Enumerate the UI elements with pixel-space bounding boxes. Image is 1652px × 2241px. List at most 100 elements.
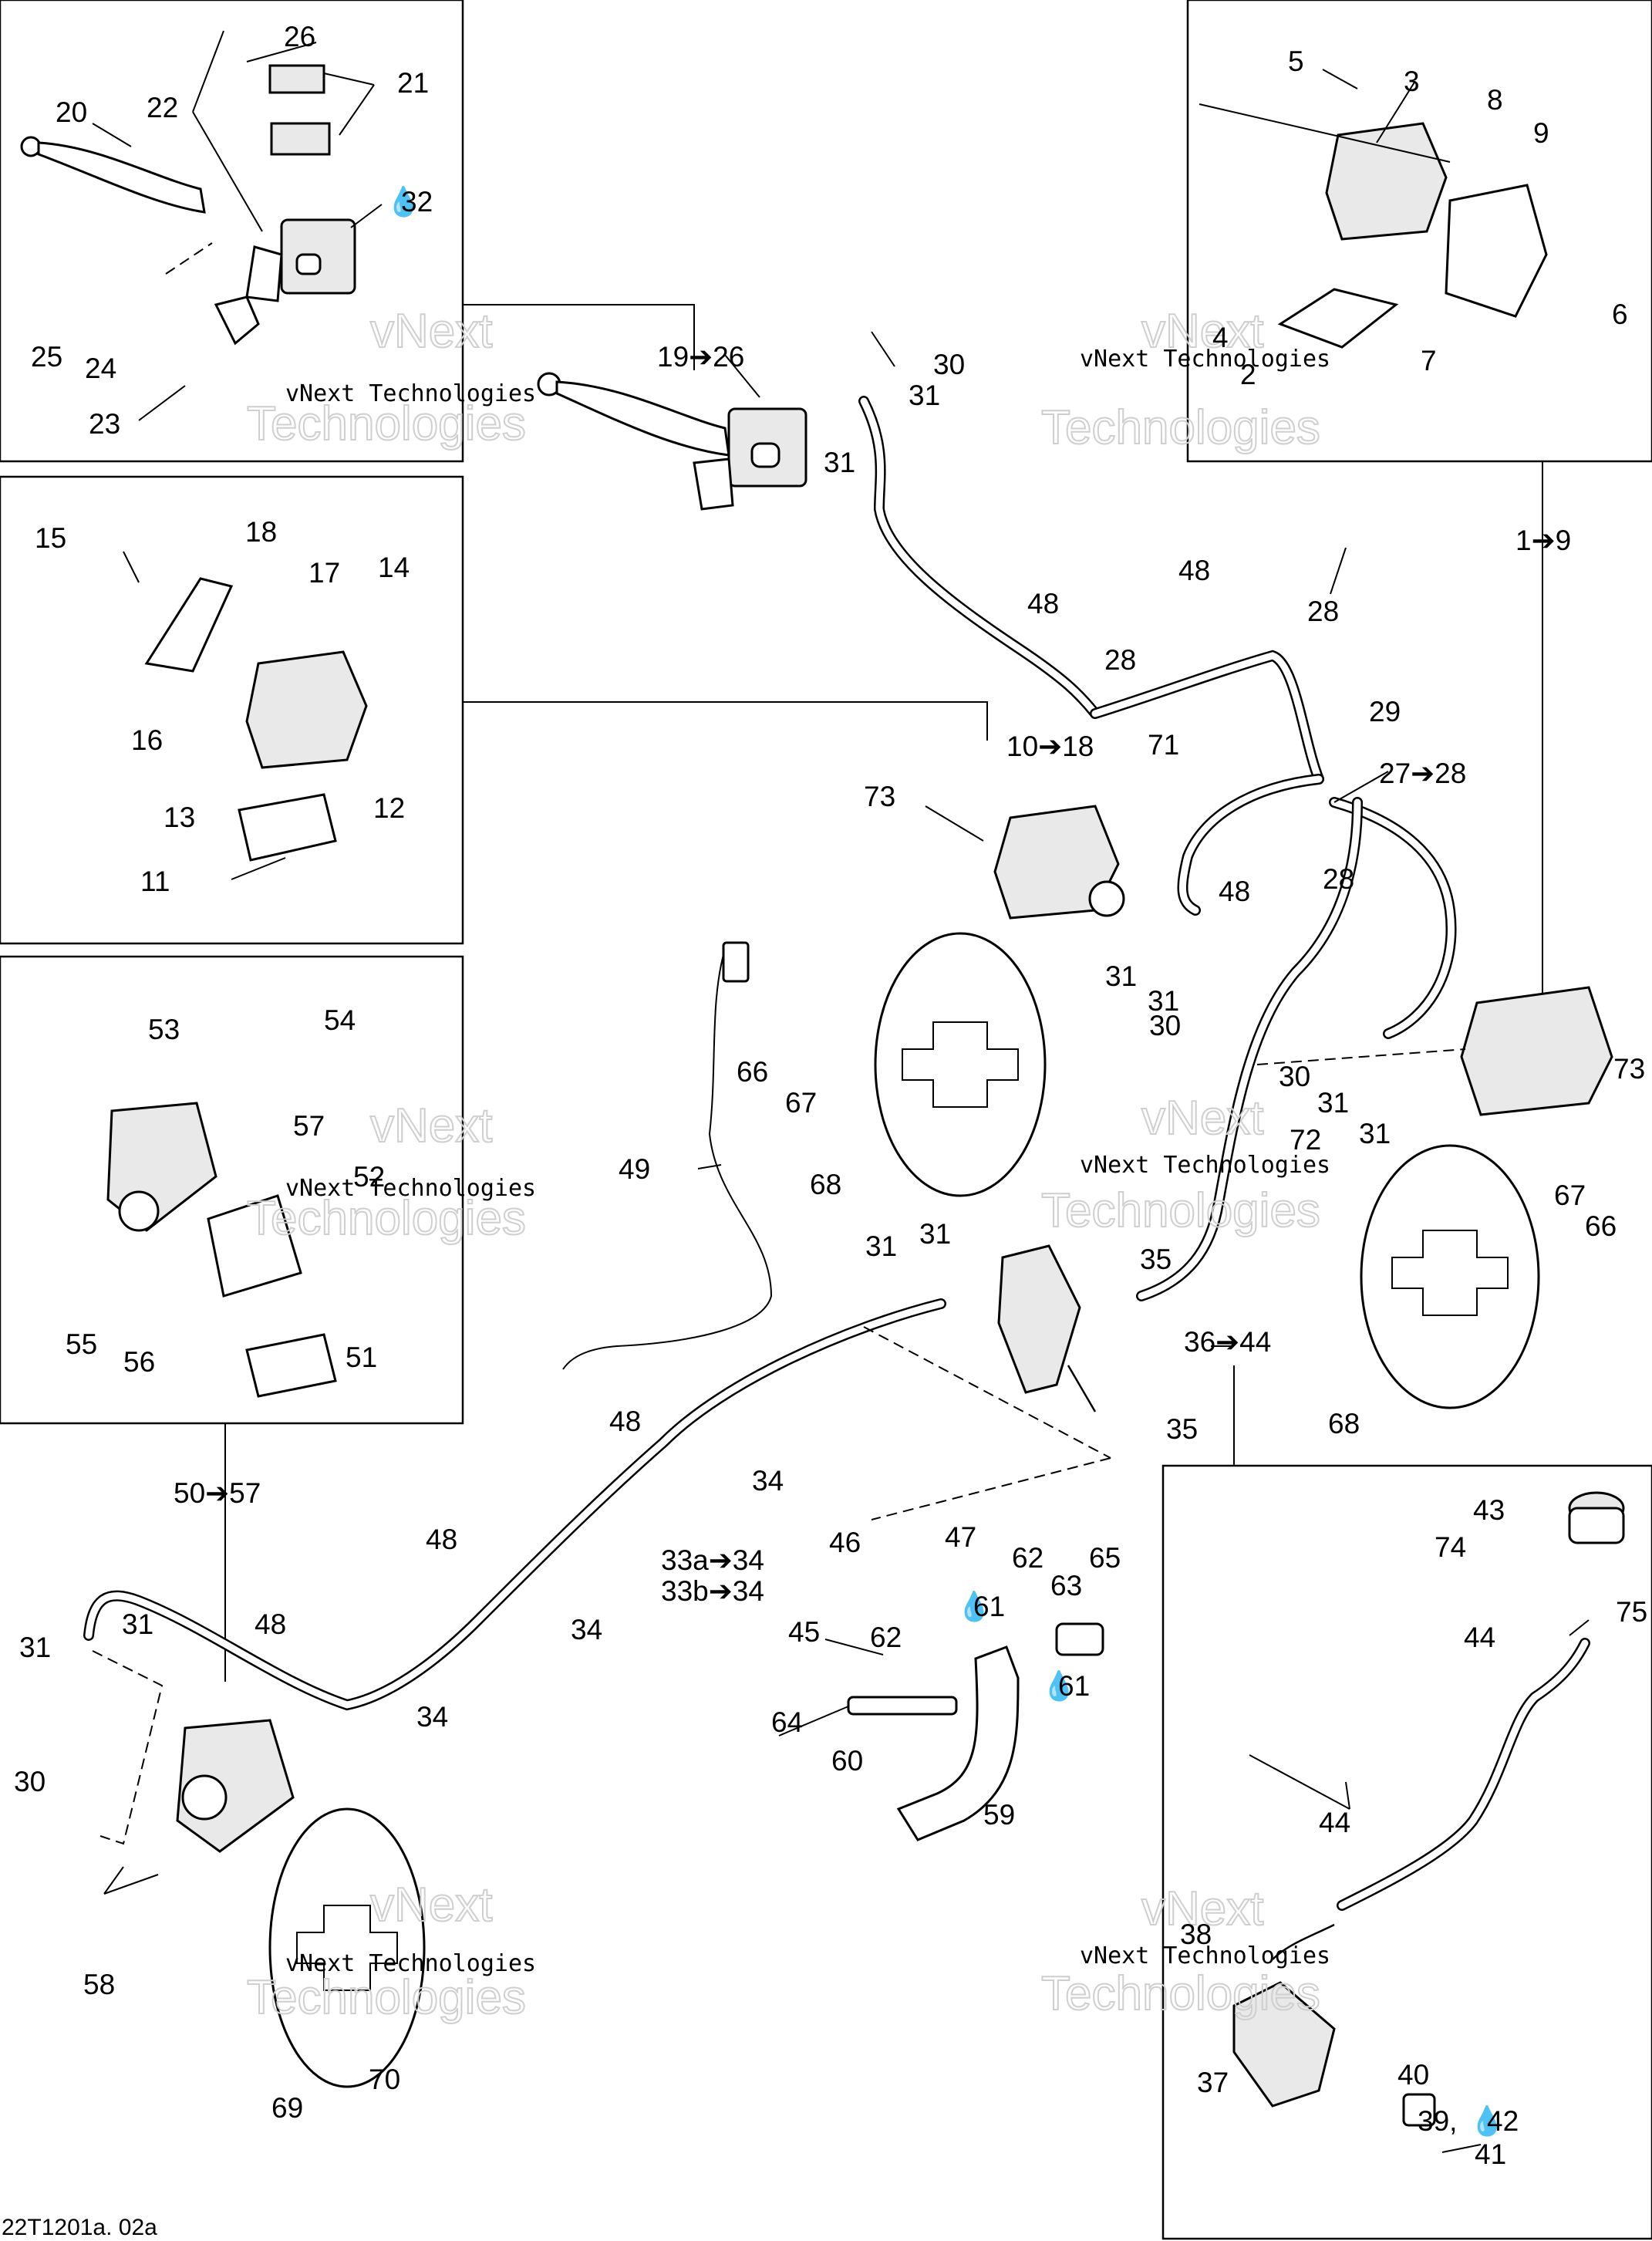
callout-label: 31 bbox=[122, 1608, 153, 1640]
callout-label: 62 bbox=[1012, 1542, 1043, 1574]
front-right-disc bbox=[1360, 1144, 1540, 1409]
inset-front-right-caliper bbox=[1277, 122, 1548, 349]
drop-icon: 💧 bbox=[956, 1590, 992, 1623]
callout-label: 66 bbox=[737, 1056, 768, 1088]
main-brake-lever bbox=[537, 372, 807, 511]
callout-label: 28 bbox=[1104, 644, 1136, 676]
callout-label: 21 bbox=[397, 67, 429, 99]
main-front-left-caliper bbox=[993, 805, 1125, 920]
drop-icon: 💧 bbox=[1469, 2104, 1505, 2138]
watermark-outline: Technologies bbox=[247, 1192, 526, 1245]
callout-label: 54 bbox=[324, 1004, 356, 1036]
callout-label: 3 bbox=[1404, 66, 1420, 97]
callout-label: 48 bbox=[426, 1524, 457, 1555]
callout-label: 24 bbox=[85, 353, 116, 384]
brake-lines bbox=[83, 396, 1590, 1960]
distribution-block bbox=[997, 1244, 1097, 1412]
rear-reservoir bbox=[1568, 1491, 1625, 1544]
brake-pedal bbox=[847, 1622, 1104, 1841]
alignment-lines bbox=[92, 242, 1466, 1845]
inset-brake-lever bbox=[20, 64, 356, 346]
panel-connectors bbox=[224, 304, 1543, 1682]
brake-discs bbox=[268, 932, 1540, 2088]
callout-label: 67 bbox=[1554, 1180, 1586, 1211]
watermark-outline: vNext bbox=[370, 1099, 492, 1153]
callout-label: 40 bbox=[1397, 2059, 1429, 2091]
callout-label: 28 bbox=[1323, 863, 1354, 895]
watermark-outline: vNext bbox=[370, 305, 492, 358]
watermarks: vNext Technologies vNext Technologies vN… bbox=[246, 304, 1330, 2025]
callout-label: 36➔44 bbox=[1184, 1326, 1271, 1358]
callout-label: 52 bbox=[353, 1161, 385, 1193]
callout-label: 2 bbox=[1240, 359, 1256, 390]
inset-front-left-caliper bbox=[144, 577, 368, 862]
callout-label: 41 bbox=[1475, 2138, 1506, 2170]
watermark-outline: Technologies bbox=[1041, 1184, 1320, 1237]
watermark-outline: vNext bbox=[1141, 1092, 1263, 1145]
callout-label: 48 bbox=[609, 1406, 641, 1437]
rear-master-cylinder bbox=[1232, 1981, 1436, 2127]
callout-label: 64 bbox=[771, 1706, 803, 1738]
callout-label: 31 bbox=[865, 1230, 897, 1262]
watermark-text: vNext Technologies bbox=[285, 1175, 536, 1202]
callout-label: 75 bbox=[1616, 1596, 1647, 1628]
callout-label: 10➔18 bbox=[1006, 731, 1094, 762]
watermark-outline: Technologies bbox=[247, 397, 526, 451]
watermark-text: vNext Technologies bbox=[1080, 1942, 1330, 1969]
callout-label: 13 bbox=[164, 802, 195, 833]
watermark-outline: vNext bbox=[1141, 305, 1263, 358]
callout-label: 48 bbox=[1027, 588, 1059, 619]
callout-label: 15 bbox=[35, 522, 66, 554]
callout-label: 48 bbox=[255, 1608, 286, 1640]
callout-label: 74 bbox=[1435, 1531, 1466, 1563]
callout-label: 5 bbox=[1288, 46, 1304, 77]
callout-label: 33b➔34 bbox=[661, 1575, 764, 1607]
rear-disc bbox=[268, 1807, 426, 2088]
panel-handlebar-master-cylinder bbox=[0, 0, 464, 463]
watermark-outline: Technologies bbox=[1041, 1967, 1320, 2020]
watermark-outline: Technologies bbox=[247, 1971, 526, 2024]
callout-label: 51 bbox=[346, 1342, 377, 1373]
callout-label: 65 bbox=[1089, 1542, 1121, 1574]
callout-label: 38 bbox=[1180, 1919, 1212, 1950]
figure-reference-code: 22T1201a. 02a bbox=[2, 2215, 157, 2240]
drop-icon: 💧 bbox=[386, 185, 421, 218]
callout-label: 16 bbox=[131, 724, 163, 756]
callout-label: 69 bbox=[271, 2092, 303, 2124]
callout-label: 31 bbox=[919, 1218, 951, 1250]
callout-label: 31 bbox=[1317, 1087, 1349, 1119]
callout-label: 31 bbox=[19, 1632, 51, 1663]
watermark-outline: vNext bbox=[1141, 1882, 1263, 1936]
callout-label: 61 bbox=[973, 1591, 1005, 1622]
callout-label: 6 bbox=[1612, 299, 1628, 330]
callout-label: 31 bbox=[824, 447, 855, 478]
callout-label: 30 bbox=[1149, 1010, 1181, 1041]
callout-label: 19➔26 bbox=[657, 341, 744, 373]
callout-label: 45 bbox=[788, 1616, 820, 1648]
callout-label: 32 bbox=[401, 186, 433, 218]
callout-label: 7 bbox=[1421, 345, 1437, 376]
callout-label: 73 bbox=[1613, 1053, 1645, 1085]
callout-label: 49 bbox=[619, 1153, 650, 1185]
callout-label: 14 bbox=[378, 552, 410, 583]
callout-label: 20 bbox=[56, 96, 87, 128]
callout-label: 73 bbox=[864, 781, 895, 812]
callout-label: 68 bbox=[810, 1169, 841, 1200]
callout-label: 68 bbox=[1328, 1408, 1360, 1439]
callout-label: 35 bbox=[1166, 1413, 1198, 1445]
callout-label: 55 bbox=[66, 1328, 97, 1360]
panel-front-left-caliper bbox=[0, 475, 464, 945]
callout-label: 59 bbox=[983, 1799, 1015, 1831]
panel-front-right-caliper bbox=[1186, 0, 1652, 463]
callout-label: 11 bbox=[140, 866, 170, 897]
callout-label: 34 bbox=[752, 1465, 784, 1497]
callout-label: 43 bbox=[1473, 1494, 1505, 1526]
watermark-outline: vNext bbox=[370, 1878, 492, 1932]
callout-label: 46 bbox=[829, 1527, 861, 1558]
callout-label: 42 bbox=[1487, 2105, 1519, 2137]
sensor-harness bbox=[722, 941, 750, 983]
callout-label: 31 bbox=[909, 380, 940, 411]
panel-rear-caliper bbox=[0, 955, 464, 1425]
callout-label: 34 bbox=[571, 1614, 602, 1645]
